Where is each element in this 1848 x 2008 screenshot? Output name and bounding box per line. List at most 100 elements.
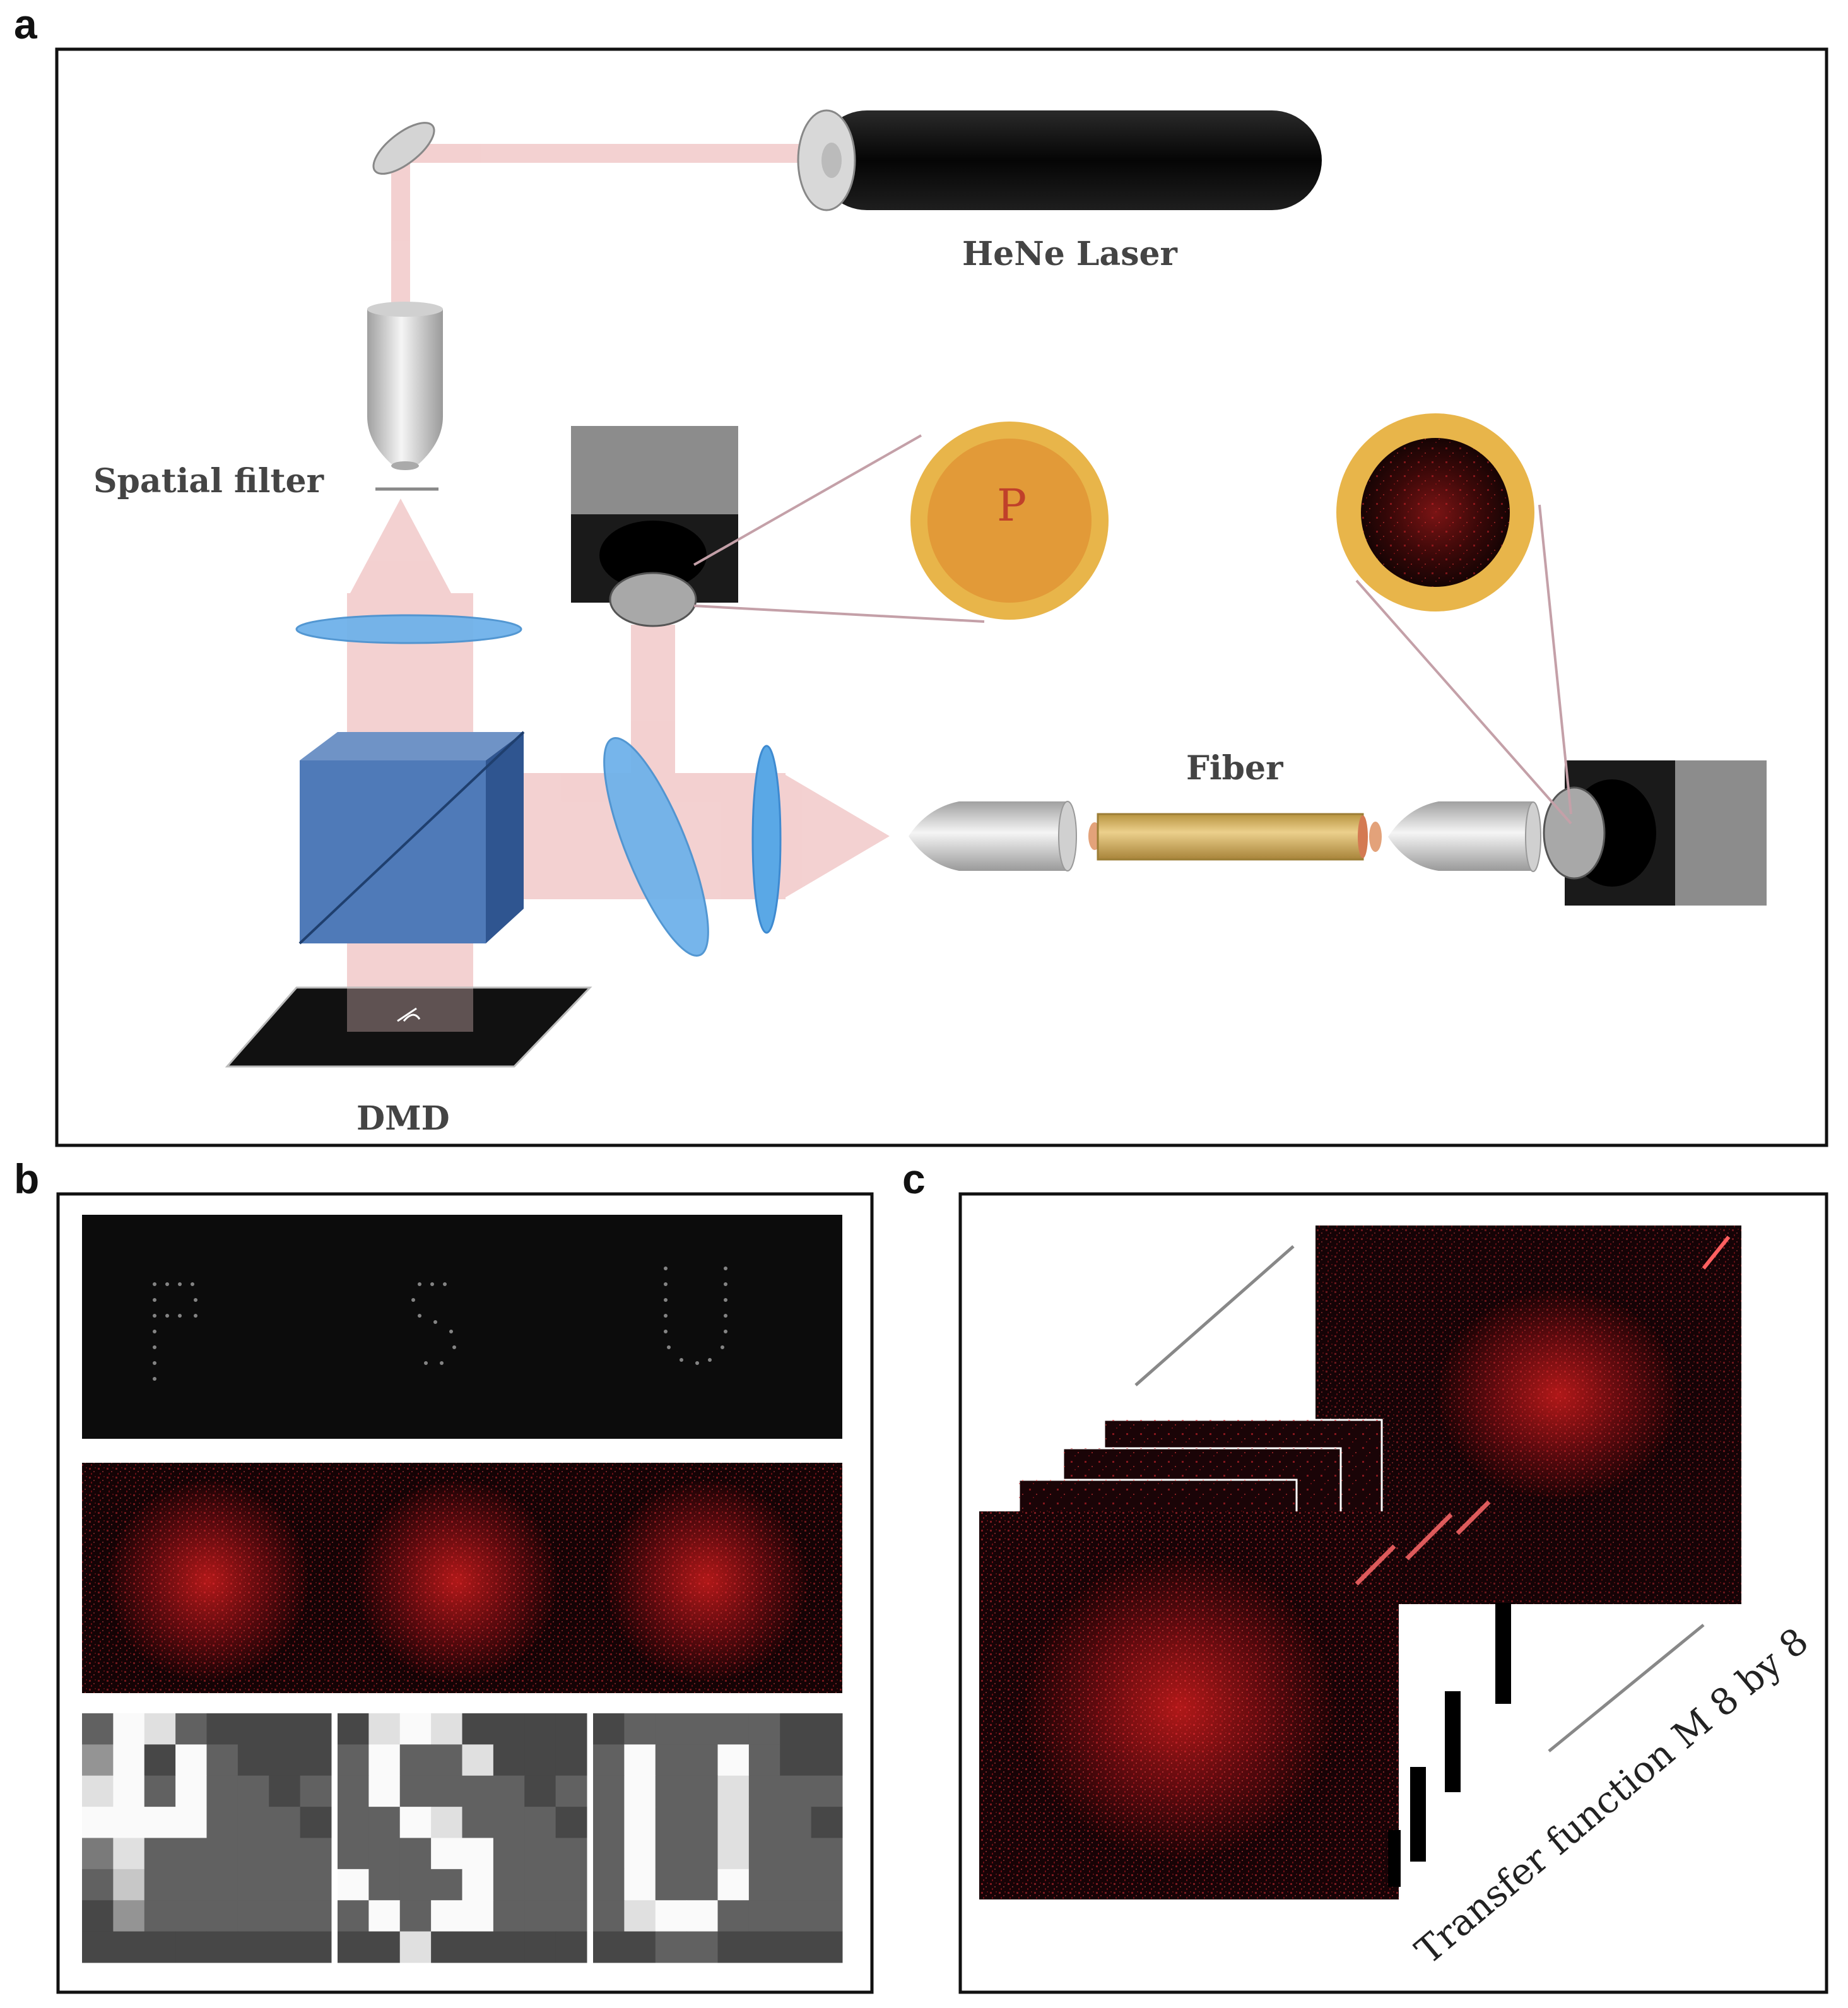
speckle-pattern-strip [82,1463,842,1693]
reconstruction-cell [748,1838,780,1870]
stack-indicator-bottom [1548,1624,1705,1752]
reconstruction-cell [811,1869,843,1901]
reconstruction-cell [113,1807,145,1838]
inset-letter-p: P [997,480,1027,531]
fiber-input-objective [909,801,1101,871]
reconstruction-cell [368,1838,401,1870]
reconstruction-cell [144,1713,176,1745]
reconstruction-cell [300,1807,332,1838]
reconstruction-cell [780,1807,812,1838]
reconstruction-cell [237,1838,269,1870]
reconstruction-cell [175,1713,207,1745]
dmd-label: DMD [356,1099,450,1138]
reconstruction-cell [811,1775,843,1807]
reconstruction-cell [655,1869,687,1901]
reconstruction-cell [524,1713,556,1745]
reconstruction-cell [493,1869,525,1901]
reconstruction-cell [462,1900,494,1932]
reconstruction-cell [338,1775,369,1807]
reconstruction-cell [624,1713,656,1745]
reconstruction-cell [555,1838,587,1870]
reconstruction-cell [338,1900,369,1932]
reconstruction-cell [748,1869,780,1901]
reconstruction-cell [655,1744,687,1776]
camera-2-inset [1336,413,1572,825]
reconstruction-cell [175,1869,207,1901]
reconstruction-cell [237,1807,269,1838]
reconstruction-cell [780,1869,812,1901]
reconstruction-cell [493,1838,525,1870]
reconstruction-cell [206,1775,238,1807]
reconstruction-cell [593,1713,625,1745]
reconstruction-cell [524,1931,556,1963]
reconstruction-cell [748,1713,780,1745]
reconstruction-cell [399,1807,432,1838]
reconstruction-cell [462,1744,494,1776]
reconstruction-cell [624,1807,656,1838]
reconstruction-cell [399,1775,432,1807]
reconstruction-cell [206,1838,238,1870]
reconstruction-cell [175,1775,207,1807]
reconstruction-cell [748,1900,780,1932]
reconstruction-cell [555,1744,587,1776]
reconstruction-cell [82,1838,114,1870]
reconstruction-cell [399,1744,432,1776]
hene-laser [797,109,1322,211]
reconstruction-cell [399,1900,432,1932]
reconstruction-cell [493,1775,525,1807]
reconstruction-cell [237,1775,269,1807]
reconstruction-cell [144,1775,176,1807]
reconstruction-cell [748,1775,780,1807]
reconstruction-cell [593,1838,625,1870]
reconstruction-cell [269,1775,301,1807]
reconstruction-cell [300,1869,332,1901]
reconstruction-cell [82,1744,114,1776]
camera-1-inset [693,422,1109,623]
reconstruction-cell [524,1807,556,1838]
reconstruction-cell [811,1713,843,1745]
reconstruction-cell [811,1931,843,1963]
camera-1 [571,426,738,627]
reconstruction-cell [113,1838,145,1870]
reconstruction-cell [338,1744,369,1776]
coupling-lens [751,745,782,934]
fiber-label: Fiber [1186,749,1283,788]
reconstruction-cell [593,1744,625,1776]
reconstruction-cell [237,1931,269,1963]
reconstruction-cell [524,1744,556,1776]
reconstruction-cell [300,1744,332,1776]
reconstruction-cell [82,1807,114,1838]
reconstruction-cell [269,1713,301,1745]
reconstruction-cell [237,1744,269,1776]
reconstruction-cell [269,1838,301,1870]
reconstruction-cell [624,1931,656,1963]
reconstruction-cell [493,1900,525,1932]
reconstruction-cell [269,1744,301,1776]
spatial-filter-label: Spatial filter [93,462,324,500]
reconstruction-cell [462,1838,494,1870]
reconstruction-cell [431,1807,462,1838]
reconstruction-cell [338,1838,369,1870]
reconstruction-cell [237,1713,269,1745]
reconstruction-cell [717,1838,750,1870]
reconstruction-cell [144,1807,176,1838]
panel-label-a: a [14,1,37,47]
reconstruction-cell [113,1713,145,1745]
reconstruction-cell [82,1931,114,1963]
reconstruction-cell [748,1744,780,1776]
reconstruction-cell [368,1869,401,1901]
reconstruction-cell [524,1838,556,1870]
reconstruction-cell [300,1900,332,1932]
reconstruction-cell [82,1869,114,1901]
reconstruction-cell [368,1931,401,1963]
reconstruction-cell [780,1744,812,1776]
reconstruction-cell [175,1807,207,1838]
reconstruction-cell [686,1775,718,1807]
dmd-pattern-strip [82,1215,842,1439]
reconstruction-cell [269,1869,301,1901]
reconstruction-cell [811,1744,843,1776]
reconstruction-p [82,1713,332,1963]
reconstruction-cell [399,1869,432,1901]
reconstruction-cell [300,1713,332,1745]
